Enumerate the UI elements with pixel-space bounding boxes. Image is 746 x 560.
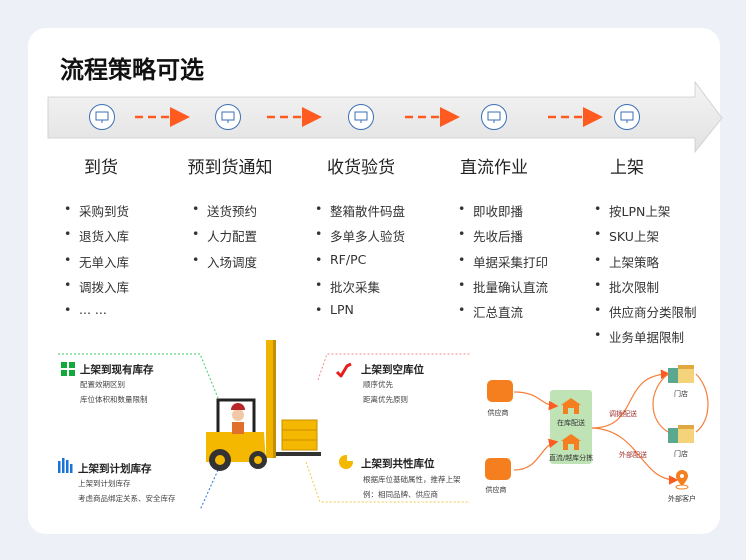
list-item: 调拨入库 [64,277,129,302]
step-heading: 到货 [84,158,118,178]
step-list: 送货预约人力配置入场调度 [192,201,257,277]
store-icon [668,365,694,383]
warehouse-icon [561,398,581,414]
flow-label: 直流/越库分拣 [548,454,594,462]
list-item: 即收即播 [458,201,548,226]
step-list: 即收即播先收后播单据采集打印批量确认直流汇总直流 [458,201,548,327]
list-item: 批量确认直流 [458,277,548,302]
strategy-desc: 配置效期区别库位体积和数量限制 [80,380,148,404]
list-item: 整箱散件码盘 [315,201,405,226]
flow-label: 供应商 [487,409,509,417]
strategy-desc: 上架到计划库存考虑商品绑定关系、安全库存 [78,479,176,503]
list-item: 业务单据限制 [594,327,697,352]
strategy-desc: 顺序优先距离优先原则 [363,380,408,404]
step-list: 按LPN上架SKU上架上架策略批次限制供应商分类限制业务单据限制 [594,201,697,353]
step-heading: 直流作业 [460,158,528,178]
location-pin-icon [675,470,689,490]
list-item: 单据采集打印 [458,252,548,277]
strategy-title: 上架到共性库位 [361,458,435,470]
store-icon [668,425,694,443]
presentation-icon [215,104,241,130]
presentation-icon [348,104,374,130]
connector [199,469,219,511]
flow-label: 供应商 [485,486,507,494]
connector [317,353,470,381]
strategy-title: 上架到现有库存 [80,364,154,376]
bar-chart-icon [58,458,73,473]
list-item: 入场调度 [192,252,257,277]
list-item: 上架策略 [594,252,697,277]
page-title: 流程策略可选 [60,56,204,84]
list-item: 采购到货 [64,201,129,226]
presentation-icon [89,104,115,130]
list-item: 批次限制 [594,277,697,302]
list-item: 送货预约 [192,201,257,226]
list-item: 退货入库 [64,226,129,251]
presentation-icon [481,104,507,130]
list-item: LPN [315,302,405,327]
trend-icon [335,362,352,378]
route-label: 外部配送 [619,451,647,459]
list-item: 供应商分类限制 [594,302,697,327]
step-heading: 上架 [610,158,644,178]
presentation-icon [614,104,640,130]
strategy-desc: 根据库位基础属性，推荐上架例：相同品牌、供应商 [363,475,461,499]
supplier-icon [485,458,511,480]
list-item: ... ... [64,302,129,327]
process-arrow [47,80,723,154]
flow-label: 门店 [674,390,688,398]
pie-chart-icon [339,455,353,469]
list-item: 批次采集 [315,277,405,302]
forklift-illustration [206,340,321,471]
list-item: SKU上架 [594,226,697,251]
list-item: 多单多人验货 [315,226,405,251]
flow-label: 外部客户 [668,495,696,503]
strategy-title: 上架到空库位 [361,364,424,376]
flow-label: 在库配送 [557,419,585,427]
list-item: 无单入库 [64,252,129,277]
step-list: 采购到货退货入库无单入库调拨入库... ... [64,201,129,327]
grid-icon [61,362,75,376]
hub-box [550,390,592,464]
flow-label: 门店 [674,450,688,458]
list-item: 人力配置 [192,226,257,251]
strategy-title: 上架到计划库存 [78,463,152,475]
list-item: 先收后播 [458,226,548,251]
route-label: 调拨配送 [609,410,637,418]
list-item: 按LPN上架 [594,201,697,226]
step-heading: 预到货通知 [187,158,273,178]
warehouse-icon [561,434,581,450]
list-item: RF/PC [315,252,405,277]
list-item: 汇总直流 [458,302,548,327]
step-heading: 收货验货 [327,158,395,178]
supplier-icon [487,380,513,402]
step-list: 整箱散件码盘多单多人验货RF/PC批次采集LPN [315,201,405,327]
connector [58,353,219,399]
